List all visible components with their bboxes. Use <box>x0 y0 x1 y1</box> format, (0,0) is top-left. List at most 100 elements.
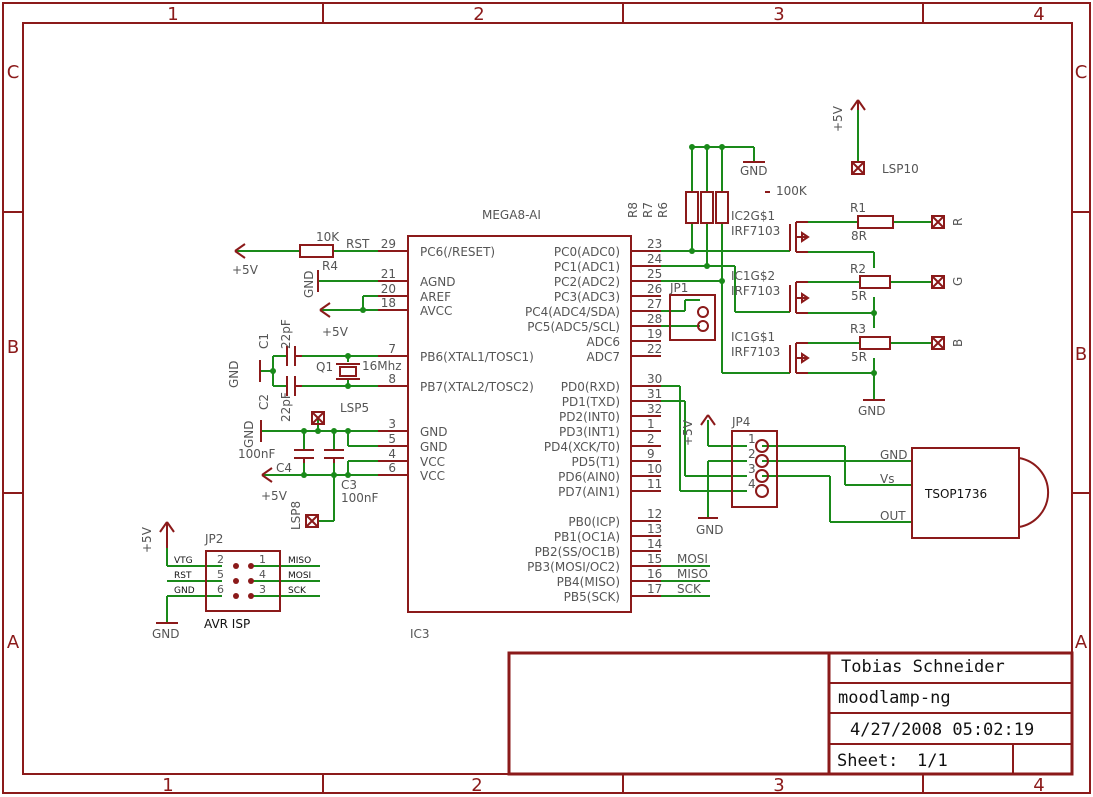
title-project: moodlamp-ng <box>838 688 951 708</box>
col-label-bottom-2: 2 <box>471 775 482 796</box>
ic3-pin-label-32: PD2(INT0) <box>559 410 620 424</box>
jp2-num-4: 4 <box>259 568 266 581</box>
lsp10-label: LSP10 <box>882 162 919 176</box>
ic3-pin-label-21: AGND <box>420 275 456 289</box>
ic3-pin-label-3: GND <box>420 425 448 439</box>
labels: +5V +5V +5V RST 10K R4 GND C1 22pF C2 22… <box>140 105 987 641</box>
c4-name: C4 <box>276 461 292 475</box>
ic3-pin-num-23: 23 <box>647 237 662 251</box>
net-miso: MISO <box>677 567 708 581</box>
ic3-pin-label-26: PC3(ADC3) <box>554 290 620 304</box>
ic3-pin-label-23: PC0(ADC0) <box>554 245 620 259</box>
vcc-label-vcc: +5V <box>261 489 288 503</box>
row-label-right-b: B <box>1075 344 1087 365</box>
ic3-pin-label-18: AVCC <box>420 304 452 318</box>
jp4-pin-1: 1 <box>748 432 756 446</box>
ic3-pin-num-25: 25 <box>647 267 662 281</box>
ic3-pin-label-8: PB7(XTAL2/TOSC2) <box>420 380 534 394</box>
net-sck: SCK <box>677 582 702 596</box>
gnd-label-mosfet: GND <box>858 404 886 418</box>
r7-label: R7 <box>641 202 655 218</box>
ic3-pin-num-6: 6 <box>388 461 396 475</box>
ic3-pin-label-12: PB0(ICP) <box>568 515 620 529</box>
q1-value: 16Mhz <box>362 359 402 373</box>
c2-name: C2 <box>257 394 271 410</box>
gnd-label-decoupling: GND <box>242 420 256 448</box>
col-label-bottom-1: 1 <box>162 775 173 796</box>
ic3-pin-num-13: 13 <box>647 522 662 536</box>
ic3-pin-label-20: AREF <box>420 290 451 304</box>
r1-value: 8R <box>851 229 867 243</box>
vcc-label-top: +5V <box>831 105 845 132</box>
c1-value: 22pF <box>279 319 293 349</box>
out-label-g: G <box>951 277 965 286</box>
ic3-pin-label-7: PB6(XTAL1/TOSC1) <box>420 350 534 364</box>
mosfet-1 <box>789 221 810 253</box>
components <box>156 99 1050 624</box>
out-pad-r <box>931 215 945 229</box>
vcc-label-avcc: +5V <box>322 325 349 339</box>
tsop1736 <box>911 447 1050 539</box>
r4-name: R4 <box>322 259 338 273</box>
ic3-pin-num-22: 22 <box>647 342 662 356</box>
ic3-pin-label-10: PD6(AIN0) <box>558 470 620 484</box>
title-datetime: 4/27/2008 05:02:19 <box>850 720 1034 740</box>
out-pad-b <box>931 336 945 350</box>
r2-value: 5R <box>851 289 867 303</box>
row-label-right-c: C <box>1075 62 1088 83</box>
title-block: Tobias Schneider moodlamp-ng 4/27/2008 0… <box>507 651 1074 776</box>
mosfet-2 <box>789 281 810 314</box>
ic3-pin-label-27: PC4(ADC4/SDA) <box>525 305 620 319</box>
row-label-left-a: A <box>7 632 20 653</box>
ic3-pin-label-11: PD7(AIN1) <box>558 485 620 499</box>
tsop-pin-gnd: GND <box>880 448 908 462</box>
row-label-left-c: C <box>7 62 20 83</box>
col-label-top-2: 2 <box>473 4 484 25</box>
col-label-bottom-4: 4 <box>1033 775 1044 796</box>
c3-name: C3 <box>341 478 357 492</box>
tsop-pin-out: OUT <box>880 509 906 523</box>
jp2-num-5: 5 <box>217 568 224 581</box>
ic3-pin-label-31: PD1(TXD) <box>562 395 620 409</box>
junctions <box>270 144 877 478</box>
ic3-pin-label-2: PD4(XCK/T0) <box>544 440 620 454</box>
jp2-caption: AVR ISP <box>204 617 250 631</box>
jp4-pin-4: 4 <box>748 477 756 491</box>
jp2-num-2: 2 <box>217 553 224 566</box>
jp2-right-mosi: MOSI <box>288 571 311 581</box>
vcc-label-jp4: +5V <box>681 419 695 446</box>
rst-label: RST <box>346 237 370 251</box>
jp4-pin-3: 3 <box>748 462 756 476</box>
vcc-label-isp: +5V <box>140 526 154 553</box>
ic3-pin-label-9: PD5(T1) <box>572 455 620 469</box>
gnd-label-agnd: GND <box>302 270 316 298</box>
jp2-isp-header <box>205 550 281 612</box>
jp2-left-rst: RST <box>174 571 192 581</box>
ic3-pin-num-9: 9 <box>647 447 655 461</box>
wires <box>166 110 932 623</box>
gnd-label-crystal: GND <box>227 360 241 388</box>
ic3-left-pins: 29PC6(/RESET)21AGND20AREF18AVCC7PB6(XTAL… <box>378 237 534 483</box>
ic3-pin-num-12: 12 <box>647 507 662 521</box>
ic3-pin-label-28: PC5(ADC5/SCL) <box>527 320 620 334</box>
c1-name: C1 <box>257 333 271 349</box>
col-label-top-1: 1 <box>167 4 178 25</box>
r-array-value: 100K <box>776 184 808 198</box>
ic3-pin-num-3: 3 <box>388 417 396 431</box>
ic3-pin-label-4: VCC <box>420 455 445 469</box>
col-label-bottom-3: 3 <box>773 775 784 796</box>
ic3-pin-num-11: 11 <box>647 477 662 491</box>
jp2-left-vtg: VTG <box>174 556 193 566</box>
ic3-pin-num-31: 31 <box>647 387 662 401</box>
ic3-pin-num-7: 7 <box>388 342 396 356</box>
ic3-pin-label-19: ADC6 <box>587 335 620 349</box>
mosfet-1-part: IRF7103 <box>731 224 780 238</box>
ic3-pin-label-29: PC6(/RESET) <box>420 245 495 259</box>
ic3-pin-num-30: 30 <box>647 372 662 386</box>
ic3-pin-label-22: ADC7 <box>587 350 620 364</box>
c2-value: 22pF <box>279 392 293 422</box>
c4-value: 100nF <box>238 447 276 461</box>
jp2-right-sck: SCK <box>288 586 307 596</box>
ic3-pin-num-16: 16 <box>647 567 662 581</box>
ic3-pin-num-2: 2 <box>647 432 655 446</box>
